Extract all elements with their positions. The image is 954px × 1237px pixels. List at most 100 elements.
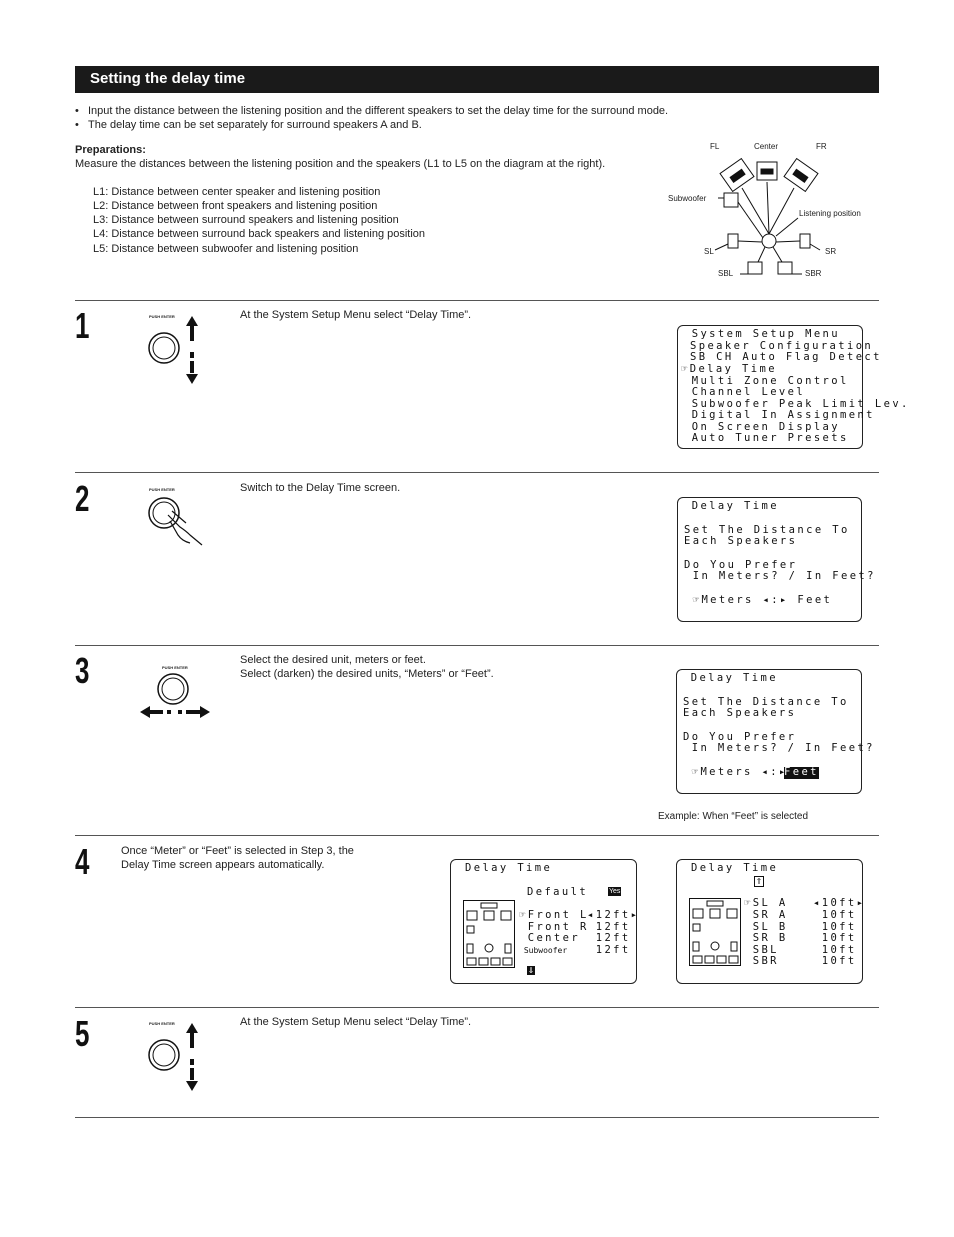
divider bbox=[75, 835, 879, 836]
speaker-diagram: FL Center FR Subwoofer Listening positio… bbox=[660, 138, 880, 288]
screen-line: SB CH Auto Flag Detect bbox=[690, 351, 882, 363]
screen-line: Delay Time bbox=[683, 500, 779, 512]
step1-instruction: At the System Setup Menu select “Delay T… bbox=[240, 309, 472, 321]
sbl-value: 10ft bbox=[813, 944, 857, 956]
sr-b-label: SR B bbox=[744, 932, 788, 944]
sr-a-label: SR A bbox=[744, 909, 788, 921]
label-sbl: SBL bbox=[718, 269, 734, 278]
screen-line: Channel Level bbox=[683, 386, 806, 398]
step4-surround-screen: Delay Time ⇑ ☞SL A ◂10ft▸ SR A 10ft SL B… bbox=[676, 859, 863, 984]
front-l-value: ◂12ft▸ bbox=[587, 909, 640, 921]
screen-line: In Meters? / In Feet? bbox=[684, 570, 876, 582]
screen-line: Digital In Assignment bbox=[683, 409, 875, 421]
label-fl: FL bbox=[710, 142, 720, 151]
press-knob-icon bbox=[148, 497, 203, 546]
step-number-2: 2 bbox=[75, 478, 90, 519]
divider bbox=[75, 645, 879, 646]
step2-delay-screen: Delay Time Set The Distance To Each Spea… bbox=[677, 497, 873, 622]
intro-bullets: Input the distance between the listening… bbox=[75, 104, 668, 132]
screen-line: Subwoofer Peak Limit Lev. bbox=[683, 398, 910, 410]
screen-line: Do You Prefer bbox=[683, 731, 797, 743]
preparations-heading: Preparations: bbox=[75, 144, 146, 156]
step5-knob-graphic: PUSH ENTER bbox=[146, 1021, 206, 1093]
speaker-layout-graphic bbox=[714, 157, 821, 275]
center-value: 12ft bbox=[587, 932, 631, 944]
center-label: Center bbox=[519, 932, 581, 944]
sl-b-value: 10ft bbox=[813, 921, 857, 933]
step5-instruction: At the System Setup Menu select “Delay T… bbox=[240, 1016, 472, 1028]
step4-front-screen: Delay Time Default Yes ☞Front L ◂12ft▸ F… bbox=[450, 859, 637, 984]
label-subwoofer: Subwoofer bbox=[668, 194, 707, 203]
step-number-3: 3 bbox=[75, 650, 90, 691]
step2-knob-graphic: PUSH ENTER bbox=[146, 487, 210, 551]
step1-menu-screen: System Setup Menu Speaker Configuration … bbox=[677, 325, 907, 449]
label-listening-position: Listening position bbox=[799, 209, 861, 218]
enter-knob-icon bbox=[148, 1023, 198, 1091]
feet-option-selected: Feet bbox=[784, 766, 819, 779]
screen-line: Delay Time bbox=[682, 672, 778, 684]
sbr-value: 10ft bbox=[813, 955, 857, 967]
screen-line: On Screen Display bbox=[683, 421, 840, 433]
scroll-down-icon: ⇓ bbox=[527, 966, 535, 975]
sr-a-value: 10ft bbox=[813, 909, 857, 921]
front-r-label: Front R bbox=[519, 921, 589, 933]
label-sr: SR bbox=[825, 247, 837, 256]
step4-instruction-2: Delay Time screen appears automatically. bbox=[121, 859, 325, 871]
distance-item-l5: L5: Distance between subwoofer and liste… bbox=[93, 243, 359, 255]
bullet-item: The delay time can be set separately for… bbox=[75, 118, 668, 132]
section-title: Setting the delay time bbox=[90, 70, 246, 87]
sl-a-label: ☞SL A bbox=[744, 897, 788, 909]
default-label: Default bbox=[527, 886, 589, 898]
screen-line: Auto Tuner Presets bbox=[683, 432, 849, 444]
sbr-label: SBR bbox=[744, 955, 779, 967]
screen-line: ☞Meters ◂:▸ bbox=[683, 766, 797, 778]
sr-b-value: 10ft bbox=[813, 932, 857, 944]
knob-label: PUSH ENTER bbox=[162, 665, 188, 670]
distance-item-l2: L2: Distance between front speakers and … bbox=[93, 200, 378, 212]
step3-delay-screen: Delay Time Set The Distance To Each Spea… bbox=[676, 669, 872, 794]
screen-title: Delay Time bbox=[465, 862, 553, 874]
screen-line: Do You Prefer bbox=[684, 559, 798, 571]
divider bbox=[75, 1007, 879, 1008]
step1-knob-graphic: PUSH ENTER bbox=[146, 314, 206, 386]
sl-a-value: ◂10ft▸ bbox=[813, 897, 866, 909]
divider bbox=[75, 472, 879, 473]
enter-knob-icon bbox=[148, 316, 198, 384]
step-number-5: 5 bbox=[75, 1013, 90, 1054]
step3-instruction-1: Select the desired unit, meters or feet. bbox=[240, 654, 426, 666]
default-value: Yes bbox=[608, 887, 622, 896]
screen-line: Set The Distance To bbox=[683, 696, 849, 708]
preparations: Preparations: Measure the distances betw… bbox=[75, 143, 645, 171]
subwoofer-label: Subwoofer bbox=[519, 946, 568, 955]
speaker-map-icon bbox=[463, 900, 515, 968]
step3-caption: Example: When “Feet” is selected bbox=[658, 811, 809, 822]
screen-line: Set The Distance To bbox=[684, 524, 850, 536]
distance-item-l4: L4: Distance between surround back speak… bbox=[93, 228, 426, 240]
distance-item-l1: L1: Distance between center speaker and … bbox=[93, 186, 381, 198]
screen-line: Multi Zone Control bbox=[683, 375, 849, 387]
screen-line: Each Speakers bbox=[684, 535, 798, 547]
section-title-bar: Setting the delay time bbox=[75, 66, 879, 93]
step4-instruction-1: Once “Meter” or “Feet” is selected in St… bbox=[121, 845, 354, 857]
screen-line: ☞Meters ◂:▸ Feet bbox=[684, 594, 833, 606]
speaker-map-icon bbox=[689, 898, 741, 966]
step-number-4: 4 bbox=[75, 841, 90, 882]
divider bbox=[75, 300, 879, 301]
left-right-knob-icon bbox=[140, 673, 210, 718]
knob-label: PUSH ENTER bbox=[149, 1021, 175, 1026]
screen-line: Speaker Configuration bbox=[690, 340, 874, 352]
step3-instruction-2: Select (darken) the desired units, “Mete… bbox=[240, 668, 494, 680]
sbl-label: SBL bbox=[744, 944, 779, 956]
distance-item-l3: L3: Distance between surround speakers a… bbox=[93, 214, 399, 226]
step-number-1: 1 bbox=[75, 305, 90, 346]
screen-title: Delay Time bbox=[691, 862, 779, 874]
step2-instruction: Switch to the Delay Time screen. bbox=[240, 482, 401, 494]
scroll-up-icon: ⇑ bbox=[754, 876, 764, 887]
front-r-value: 12ft bbox=[587, 921, 631, 933]
screen-line: System Setup Menu bbox=[683, 328, 840, 340]
screen-line: ☞Delay Time bbox=[681, 363, 777, 375]
preparations-text: Measure the distances between the listen… bbox=[75, 158, 606, 170]
step3-knob-graphic: PUSH ENTER bbox=[140, 665, 212, 721]
screen-line: In Meters? / In Feet? bbox=[683, 742, 875, 754]
divider bbox=[75, 1117, 879, 1118]
